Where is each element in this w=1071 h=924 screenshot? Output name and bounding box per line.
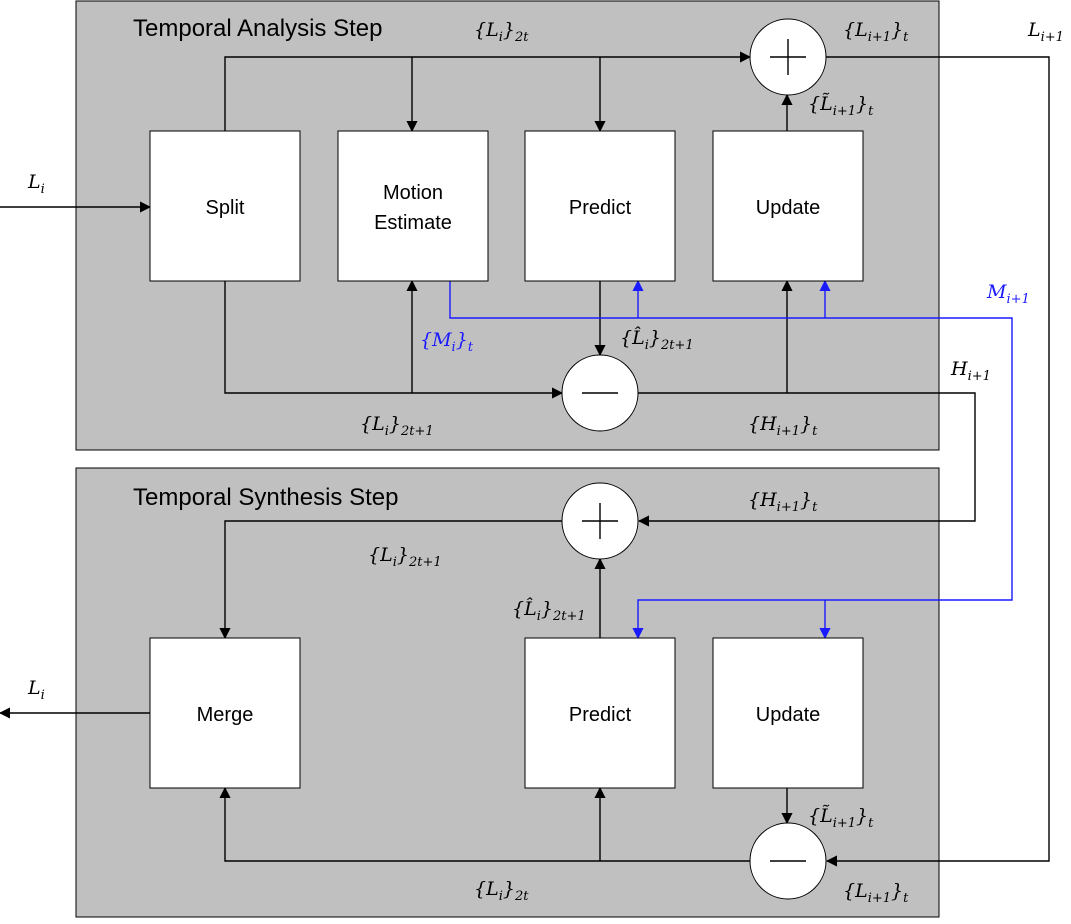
merge-label: Merge [197, 704, 254, 726]
merge-block [149, 637, 301, 789]
L-tilde-label: {L̃i+1}t [808, 93, 874, 119]
L-hat-label: {L̂i}2t+1 [620, 327, 694, 353]
analysis-connections [0, 51, 1050, 867]
motion-vector-lines [449, 279, 1013, 640]
split-block [149, 130, 301, 282]
plus-icon [582, 503, 618, 539]
motion-estimate-block [337, 130, 489, 282]
plus-icon [770, 39, 806, 75]
H-label: {Hi+1}t [748, 413, 818, 439]
synthesis-title: Temporal Synthesis Step [133, 484, 398, 511]
predict-label-analysis: Predict [569, 197, 632, 219]
syn-L-odd-label: {Li}2t+1 [368, 544, 442, 570]
L-even-label: {Li}2t [474, 19, 529, 45]
analysis-title: Temporal Analysis Step [133, 15, 382, 42]
predict-label-synthesis: Predict [569, 704, 632, 726]
synthesis-connections [0, 520, 793, 862]
L-odd-label: {Li}2t+1 [360, 413, 434, 439]
syn-L-next-label: {Li+1}t [843, 880, 909, 906]
update-label-synthesis: Update [756, 704, 821, 726]
M-i-label: {Mi}t [420, 329, 474, 355]
L-final-label: Li [27, 677, 45, 703]
update-block-analysis [712, 130, 864, 282]
split-label: Split [206, 197, 245, 219]
L-out-label: Li+1 [1027, 19, 1064, 45]
syn-L-tilde-label: {L̃i+1}t [808, 805, 874, 831]
syn-L-even-label: {Li}2t [474, 878, 529, 904]
syn-L-hat-label: {L̂i}2t+1 [512, 598, 586, 624]
input-L-label: Li [27, 171, 45, 197]
M-out-label: Mi+1 [986, 281, 1030, 307]
update-label-analysis: Update [756, 197, 821, 219]
predict-block-analysis [524, 130, 676, 282]
update-block-synthesis [712, 637, 864, 789]
L-next-label: {Li+1}t [843, 19, 909, 45]
syn-H-label: {Hi+1}t [748, 489, 818, 515]
H-out-label: Hi+1 [950, 358, 991, 384]
motion-label-line1: Motion [383, 182, 443, 204]
motion-label-line2: Estimate [374, 212, 452, 234]
predict-block-synthesis [524, 637, 676, 789]
